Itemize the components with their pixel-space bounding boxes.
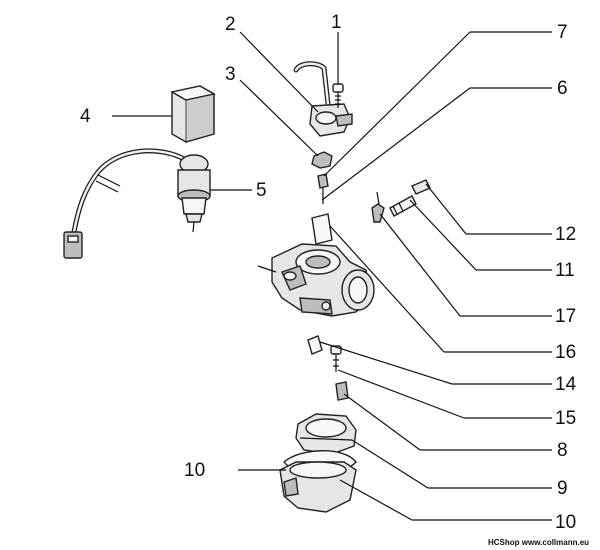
label-10-gasket: 10 xyxy=(184,460,205,481)
leader-lines xyxy=(112,31,552,521)
part-8-main-jet xyxy=(335,381,349,401)
part-5-electric-choke xyxy=(63,148,211,259)
label-2: 2 xyxy=(225,14,236,35)
carburetor-body xyxy=(257,243,375,317)
part-15-needle-jet xyxy=(330,345,342,372)
label-16: 16 xyxy=(555,342,576,363)
label-17: 17 xyxy=(555,306,576,327)
part-11-screw xyxy=(389,195,417,217)
footer-credit: HCShop www.collmann.eu xyxy=(488,538,589,547)
label-8: 8 xyxy=(557,440,568,461)
label-5: 5 xyxy=(256,180,267,201)
part-12-screw xyxy=(411,179,431,195)
label-3: 3 xyxy=(225,64,236,85)
part-14-jet xyxy=(307,335,323,355)
part-10-float-bowl xyxy=(279,461,357,513)
part-16-throttle-slide xyxy=(311,213,333,245)
part-9-float xyxy=(295,413,357,455)
label-4: 4 xyxy=(80,106,91,127)
part-1-screw xyxy=(332,83,344,108)
label-11: 11 xyxy=(555,260,575,281)
part-6-7-needle-clip xyxy=(317,173,329,204)
label-15: 15 xyxy=(555,408,576,429)
label-7: 7 xyxy=(557,22,568,43)
part-3-nut xyxy=(311,151,333,169)
label-1: 1 xyxy=(331,12,342,33)
label-12: 12 xyxy=(555,224,576,245)
label-10-bowl: 10 xyxy=(555,512,576,533)
part-2-carburetor-top xyxy=(293,61,353,137)
part-4-choke-cover xyxy=(170,85,216,143)
label-6: 6 xyxy=(557,78,568,99)
part-17-screw xyxy=(371,191,385,223)
label-9: 9 xyxy=(557,478,568,499)
label-14: 14 xyxy=(555,374,577,395)
